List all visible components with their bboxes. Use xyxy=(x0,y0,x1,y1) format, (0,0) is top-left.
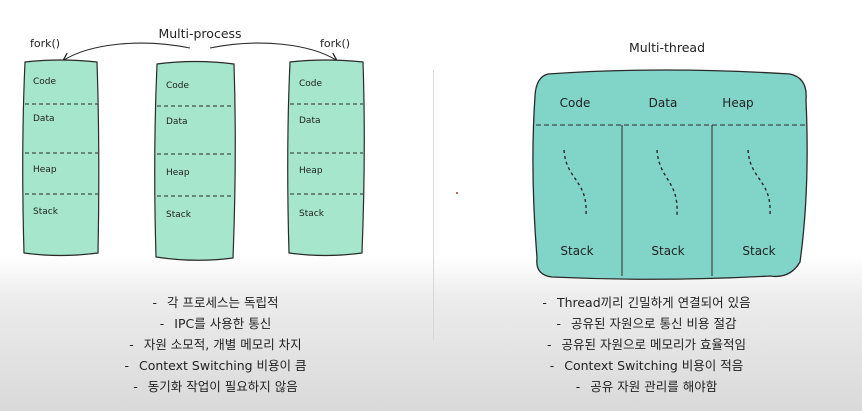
segment-heap: Heap xyxy=(299,166,323,176)
fork-arrow-right xyxy=(209,42,336,60)
bullet-text: 자원 소모적, 개별 메모리 차지 xyxy=(143,337,302,352)
multi-thread-title: Multi-thread xyxy=(629,40,705,55)
bullet-marker: - xyxy=(159,316,165,331)
bullet-text: 각 프로세스는 독립적 xyxy=(167,295,279,310)
multi-thread-bullets: -Thread끼리 긴밀하게 연결되어 있음 -공유된 자원으로 통신 비용 절… xyxy=(431,292,862,397)
bullet-text: IPC를 사용한 통신 xyxy=(174,316,272,331)
segment-data: Data xyxy=(299,116,321,126)
bullet-marker: - xyxy=(152,295,158,310)
segment-code: Code xyxy=(166,81,190,91)
segment-stack: Stack xyxy=(33,207,59,217)
bullet-item: -공유된 자원으로 메모리가 효율적임 xyxy=(431,334,862,355)
multi-process-bullets: -각 프로세스는 독립적 -IPC를 사용한 통신 -자원 소모적, 개별 메모… xyxy=(0,292,431,397)
bullet-marker: - xyxy=(556,316,562,331)
bullet-text: Context Switching 비용이 적음 xyxy=(564,358,744,373)
bullet-marker: - xyxy=(547,337,552,352)
section-divider xyxy=(433,70,434,340)
bullet-item: -IPC를 사용한 통신 xyxy=(0,313,431,334)
bullet-text: 공유 자원 관리를 해야함 xyxy=(590,379,718,394)
bullet-item: -동기화 작업이 필요하지 않음 xyxy=(0,376,431,397)
bullet-marker: - xyxy=(575,379,581,394)
fork-label-right: fork() xyxy=(320,37,350,50)
process-block-1: Code Data Heap Stack xyxy=(22,59,100,257)
segment-code: Code xyxy=(299,79,323,89)
shared-heap: Heap xyxy=(722,96,753,110)
segment-code: Code xyxy=(33,77,57,87)
bullet-marker: - xyxy=(542,295,547,310)
bullet-text: 동기화 작업이 필요하지 않음 xyxy=(147,379,298,394)
bullet-marker: - xyxy=(124,358,129,373)
process-block-2: Code Data Heap Stack xyxy=(154,60,236,261)
thread-stack-1: Stack xyxy=(560,244,593,258)
process-block-3: Code Data Heap Stack xyxy=(287,59,365,257)
bullet-item: -공유된 자원으로 통신 비용 절감 xyxy=(431,313,862,334)
multi-process-title: Multi-process xyxy=(158,26,241,41)
bullet-item: -Context Switching 비용이 큼 xyxy=(0,355,431,376)
thread-line-2 xyxy=(656,149,678,216)
segment-stack: Stack xyxy=(166,210,192,220)
bullet-text: Context Switching 비용이 큼 xyxy=(138,358,307,373)
bullet-text: 공유된 자원으로 메모리가 효율적임 xyxy=(561,337,746,352)
segment-data: Data xyxy=(33,114,55,124)
shared-data: Data xyxy=(649,96,678,110)
segment-heap: Heap xyxy=(33,165,57,175)
thread-line-3 xyxy=(747,149,771,216)
bullet-item: -각 프로세스는 독립적 xyxy=(0,292,431,313)
bullet-item: -자원 소모적, 개별 메모리 차지 xyxy=(0,334,431,355)
bullet-item: -Thread끼리 긴밀하게 연결되어 있음 xyxy=(431,292,862,313)
segment-stack: Stack xyxy=(299,209,325,219)
thread-stack-2: Stack xyxy=(651,244,684,258)
bullet-text: 공유된 자원으로 통신 비용 절감 xyxy=(571,316,737,331)
thread-process-block: Code Data Heap Stack Stack Stack xyxy=(532,69,808,280)
shared-code: Code xyxy=(560,96,591,110)
thread-stack-3: Stack xyxy=(742,244,775,258)
fork-arrow-left xyxy=(64,42,191,60)
bullet-text: Thread끼리 긴밀하게 연결되어 있음 xyxy=(556,295,751,310)
segment-data: Data xyxy=(166,117,188,127)
thread-line-1 xyxy=(563,149,587,216)
bullet-marker: - xyxy=(129,337,134,352)
fork-label-left: fork() xyxy=(30,37,60,50)
bullet-marker: - xyxy=(549,358,555,373)
bullet-item: -Context Switching 비용이 적음 xyxy=(431,355,862,376)
bullet-marker: - xyxy=(133,379,138,394)
stray-dot xyxy=(456,192,458,194)
bullet-item: -공유 자원 관리를 해야함 xyxy=(431,376,862,397)
segment-heap: Heap xyxy=(166,168,190,178)
